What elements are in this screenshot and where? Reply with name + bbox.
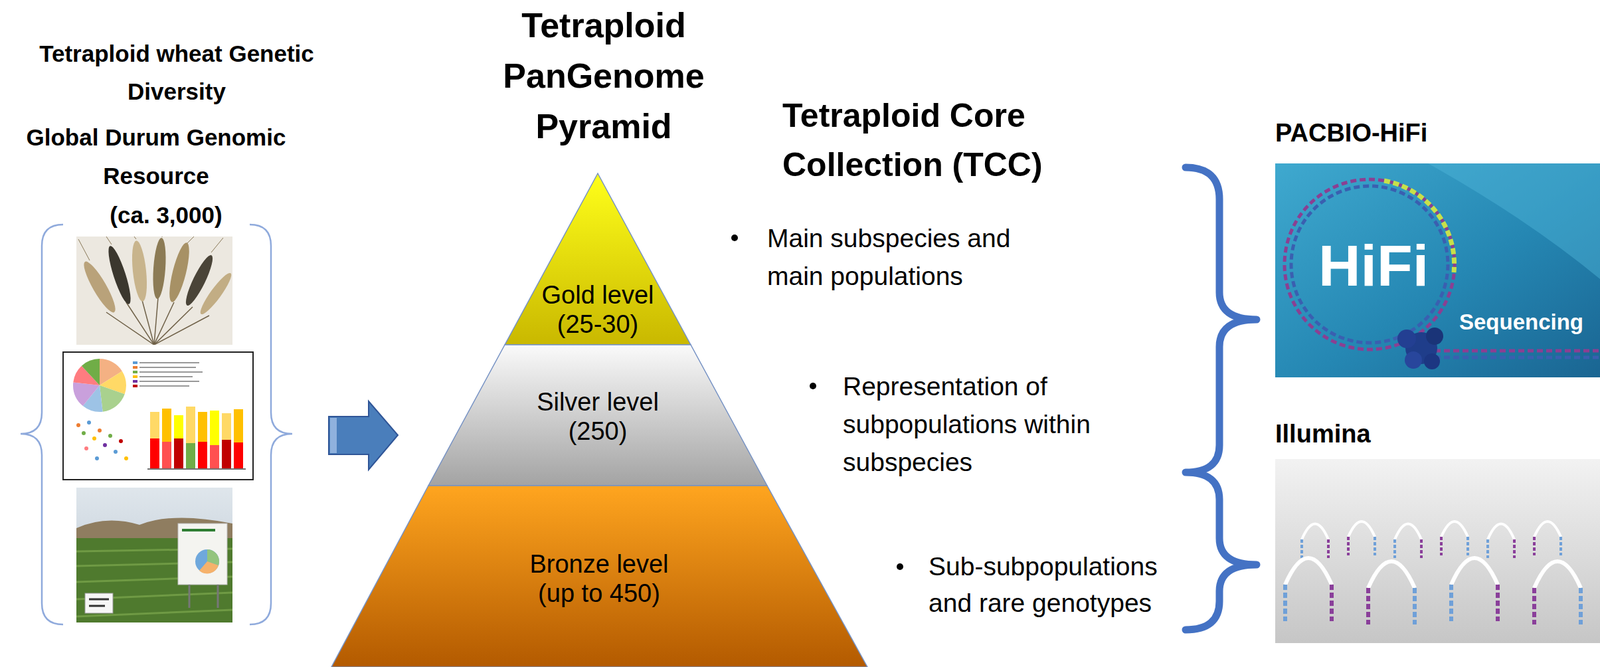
level-label: Gold level (25-30): [518, 280, 678, 339]
illumina-illustration: [1275, 458, 1600, 643]
image-text: HiFi: [1318, 233, 1429, 298]
image-text: Sequencing: [1459, 308, 1584, 336]
text-label: Tetraploid wheat Genetic Diversity: [10, 34, 343, 111]
hifi-illustration: [1275, 163, 1600, 378]
level-label: Bronze level (up to 450): [512, 549, 686, 608]
text-label: Tetraploid Core Collection (TCC): [782, 90, 1075, 190]
text-label: PACBIO-HiFi: [1275, 116, 1428, 149]
diagram-title: Tetraploid PanGenome Pyramid: [497, 0, 711, 152]
level-fill: [504, 173, 691, 345]
block-arrow: [328, 401, 398, 470]
level-fill: [331, 485, 868, 667]
bullet-dot: [731, 234, 738, 242]
diversity-charts: [63, 352, 254, 480]
text-label: Illumina: [1275, 417, 1371, 450]
bullet-dot: [896, 563, 904, 570]
text-label: Main subspecies and main populations: [767, 219, 1047, 295]
pyramid-level: Bronze level (up to 450): [331, 485, 868, 667]
text-label: Sub-subpopulations and rare genotypes: [928, 547, 1181, 622]
pyramid-level: Silver level (250): [428, 344, 768, 486]
pyramid-level: Gold level (25-30): [504, 173, 691, 345]
text-label: (ca. 3,000): [66, 195, 266, 235]
wheat-spikes-photo: [76, 236, 233, 345]
image-panel: HiFiSequencing: [1275, 163, 1600, 378]
left-bracket: [20, 224, 64, 625]
field-photo: [76, 487, 233, 623]
big-brace: [1185, 167, 1257, 630]
text-label: Global Durum Genomic Resource: [6, 118, 306, 196]
arrow-highlight: [330, 417, 337, 453]
level-fill: [428, 344, 768, 486]
level-label: Silver level (250): [518, 387, 678, 446]
text-label: Representation of subpopulations within …: [842, 367, 1149, 481]
right-bracket: [249, 224, 293, 625]
bullet-dot: [809, 382, 817, 390]
